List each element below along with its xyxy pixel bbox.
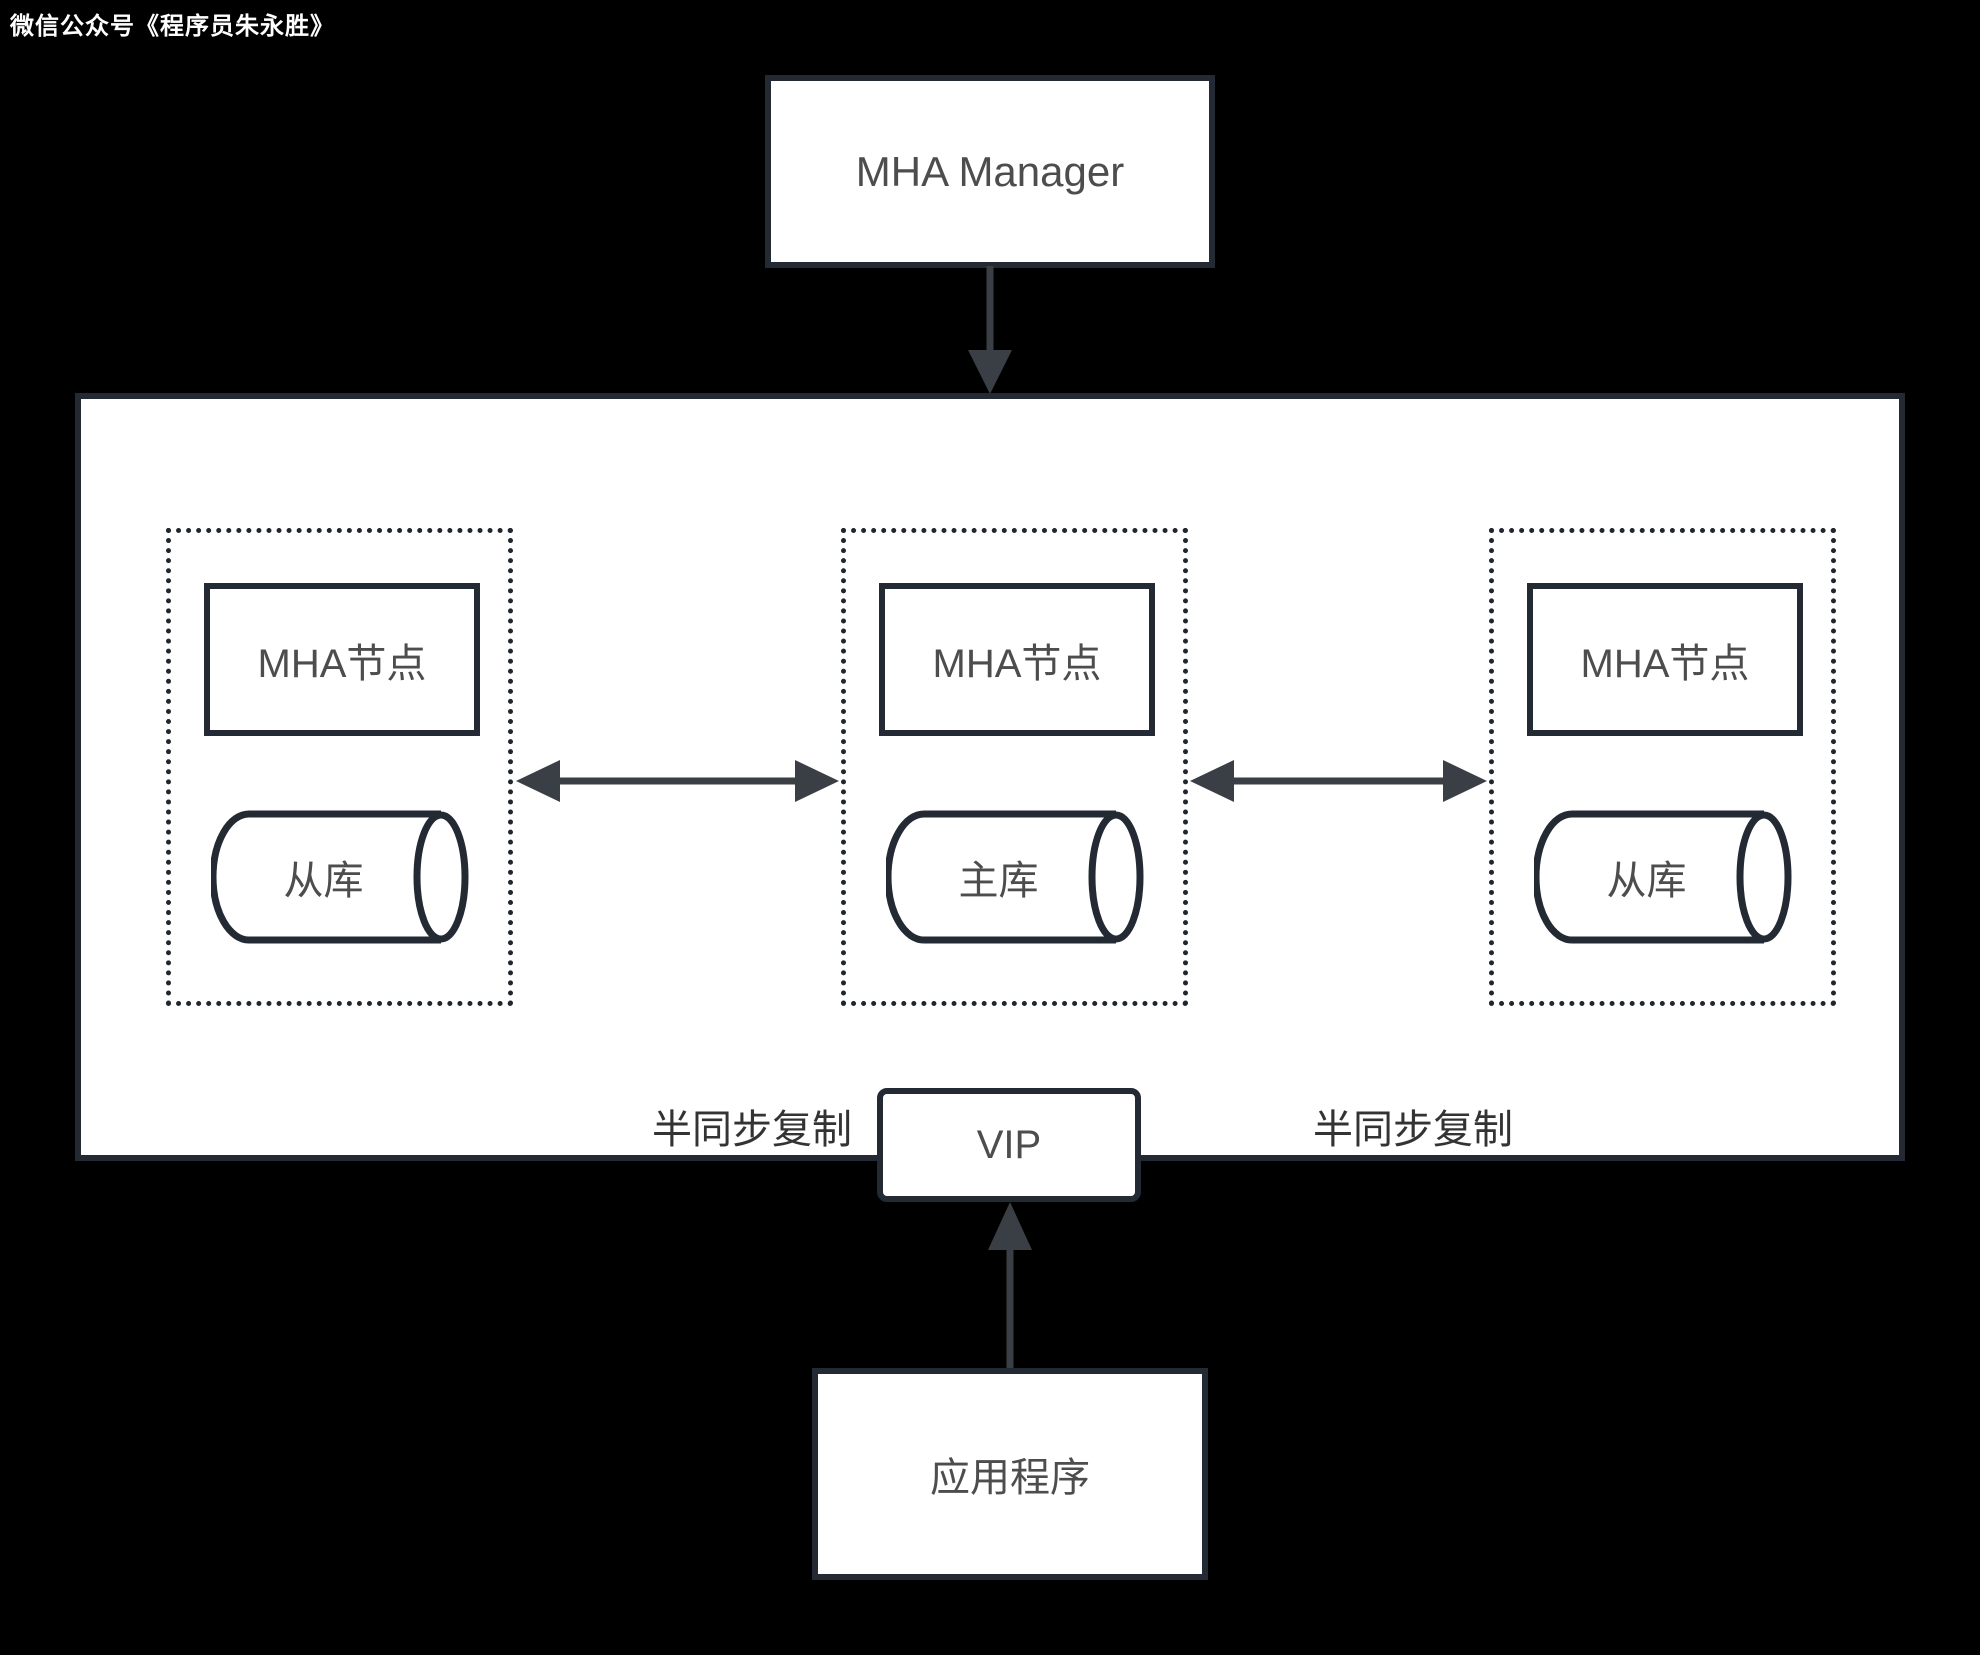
mha-node-label: MHA节点 bbox=[1580, 641, 1750, 686]
app-to-vip-arrow bbox=[988, 1202, 1032, 1370]
database-label: 从库 bbox=[1606, 859, 1687, 903]
replication-arrow-right bbox=[1190, 760, 1487, 802]
watermark-text: 微信公众号《程序员朱永胜》 bbox=[10, 13, 335, 40]
database-cylinder bbox=[211, 810, 469, 944]
node-group-master: MHA节点 主库 bbox=[841, 528, 1188, 1006]
replication-arrow-left bbox=[516, 760, 839, 802]
mha-manager-label: MHA Manager bbox=[855, 147, 1125, 195]
mha-node-box: MHA节点 bbox=[204, 583, 480, 736]
cluster-container: MHA节点 从库 MHA节点 主库 MHA节点 bbox=[75, 393, 1905, 1161]
mha-manager-box: MHA Manager bbox=[765, 75, 1215, 268]
node-group-slave-left: MHA节点 从库 bbox=[166, 528, 513, 1006]
replication-label-right: 半同步复制 bbox=[1313, 1108, 1513, 1152]
replication-label-left: 半同步复制 bbox=[652, 1108, 852, 1152]
node-group-slave-right: MHA节点 从库 bbox=[1489, 528, 1836, 1006]
vip-box: VIP bbox=[877, 1088, 1141, 1202]
vip-label: VIP bbox=[976, 1122, 1042, 1167]
mha-node-label: MHA节点 bbox=[932, 641, 1102, 686]
database-cylinder bbox=[886, 810, 1144, 944]
application-box: 应用程序 bbox=[812, 1368, 1208, 1580]
application-label: 应用程序 bbox=[930, 1456, 1090, 1500]
manager-to-cluster-arrow bbox=[968, 266, 1012, 394]
mha-node-box: MHA节点 bbox=[1527, 583, 1803, 736]
database-cylinder bbox=[1534, 810, 1792, 944]
mha-node-label: MHA节点 bbox=[257, 641, 427, 686]
mha-node-box: MHA节点 bbox=[879, 583, 1155, 736]
database-label: 从库 bbox=[283, 859, 364, 903]
database-label: 主库 bbox=[958, 859, 1039, 903]
